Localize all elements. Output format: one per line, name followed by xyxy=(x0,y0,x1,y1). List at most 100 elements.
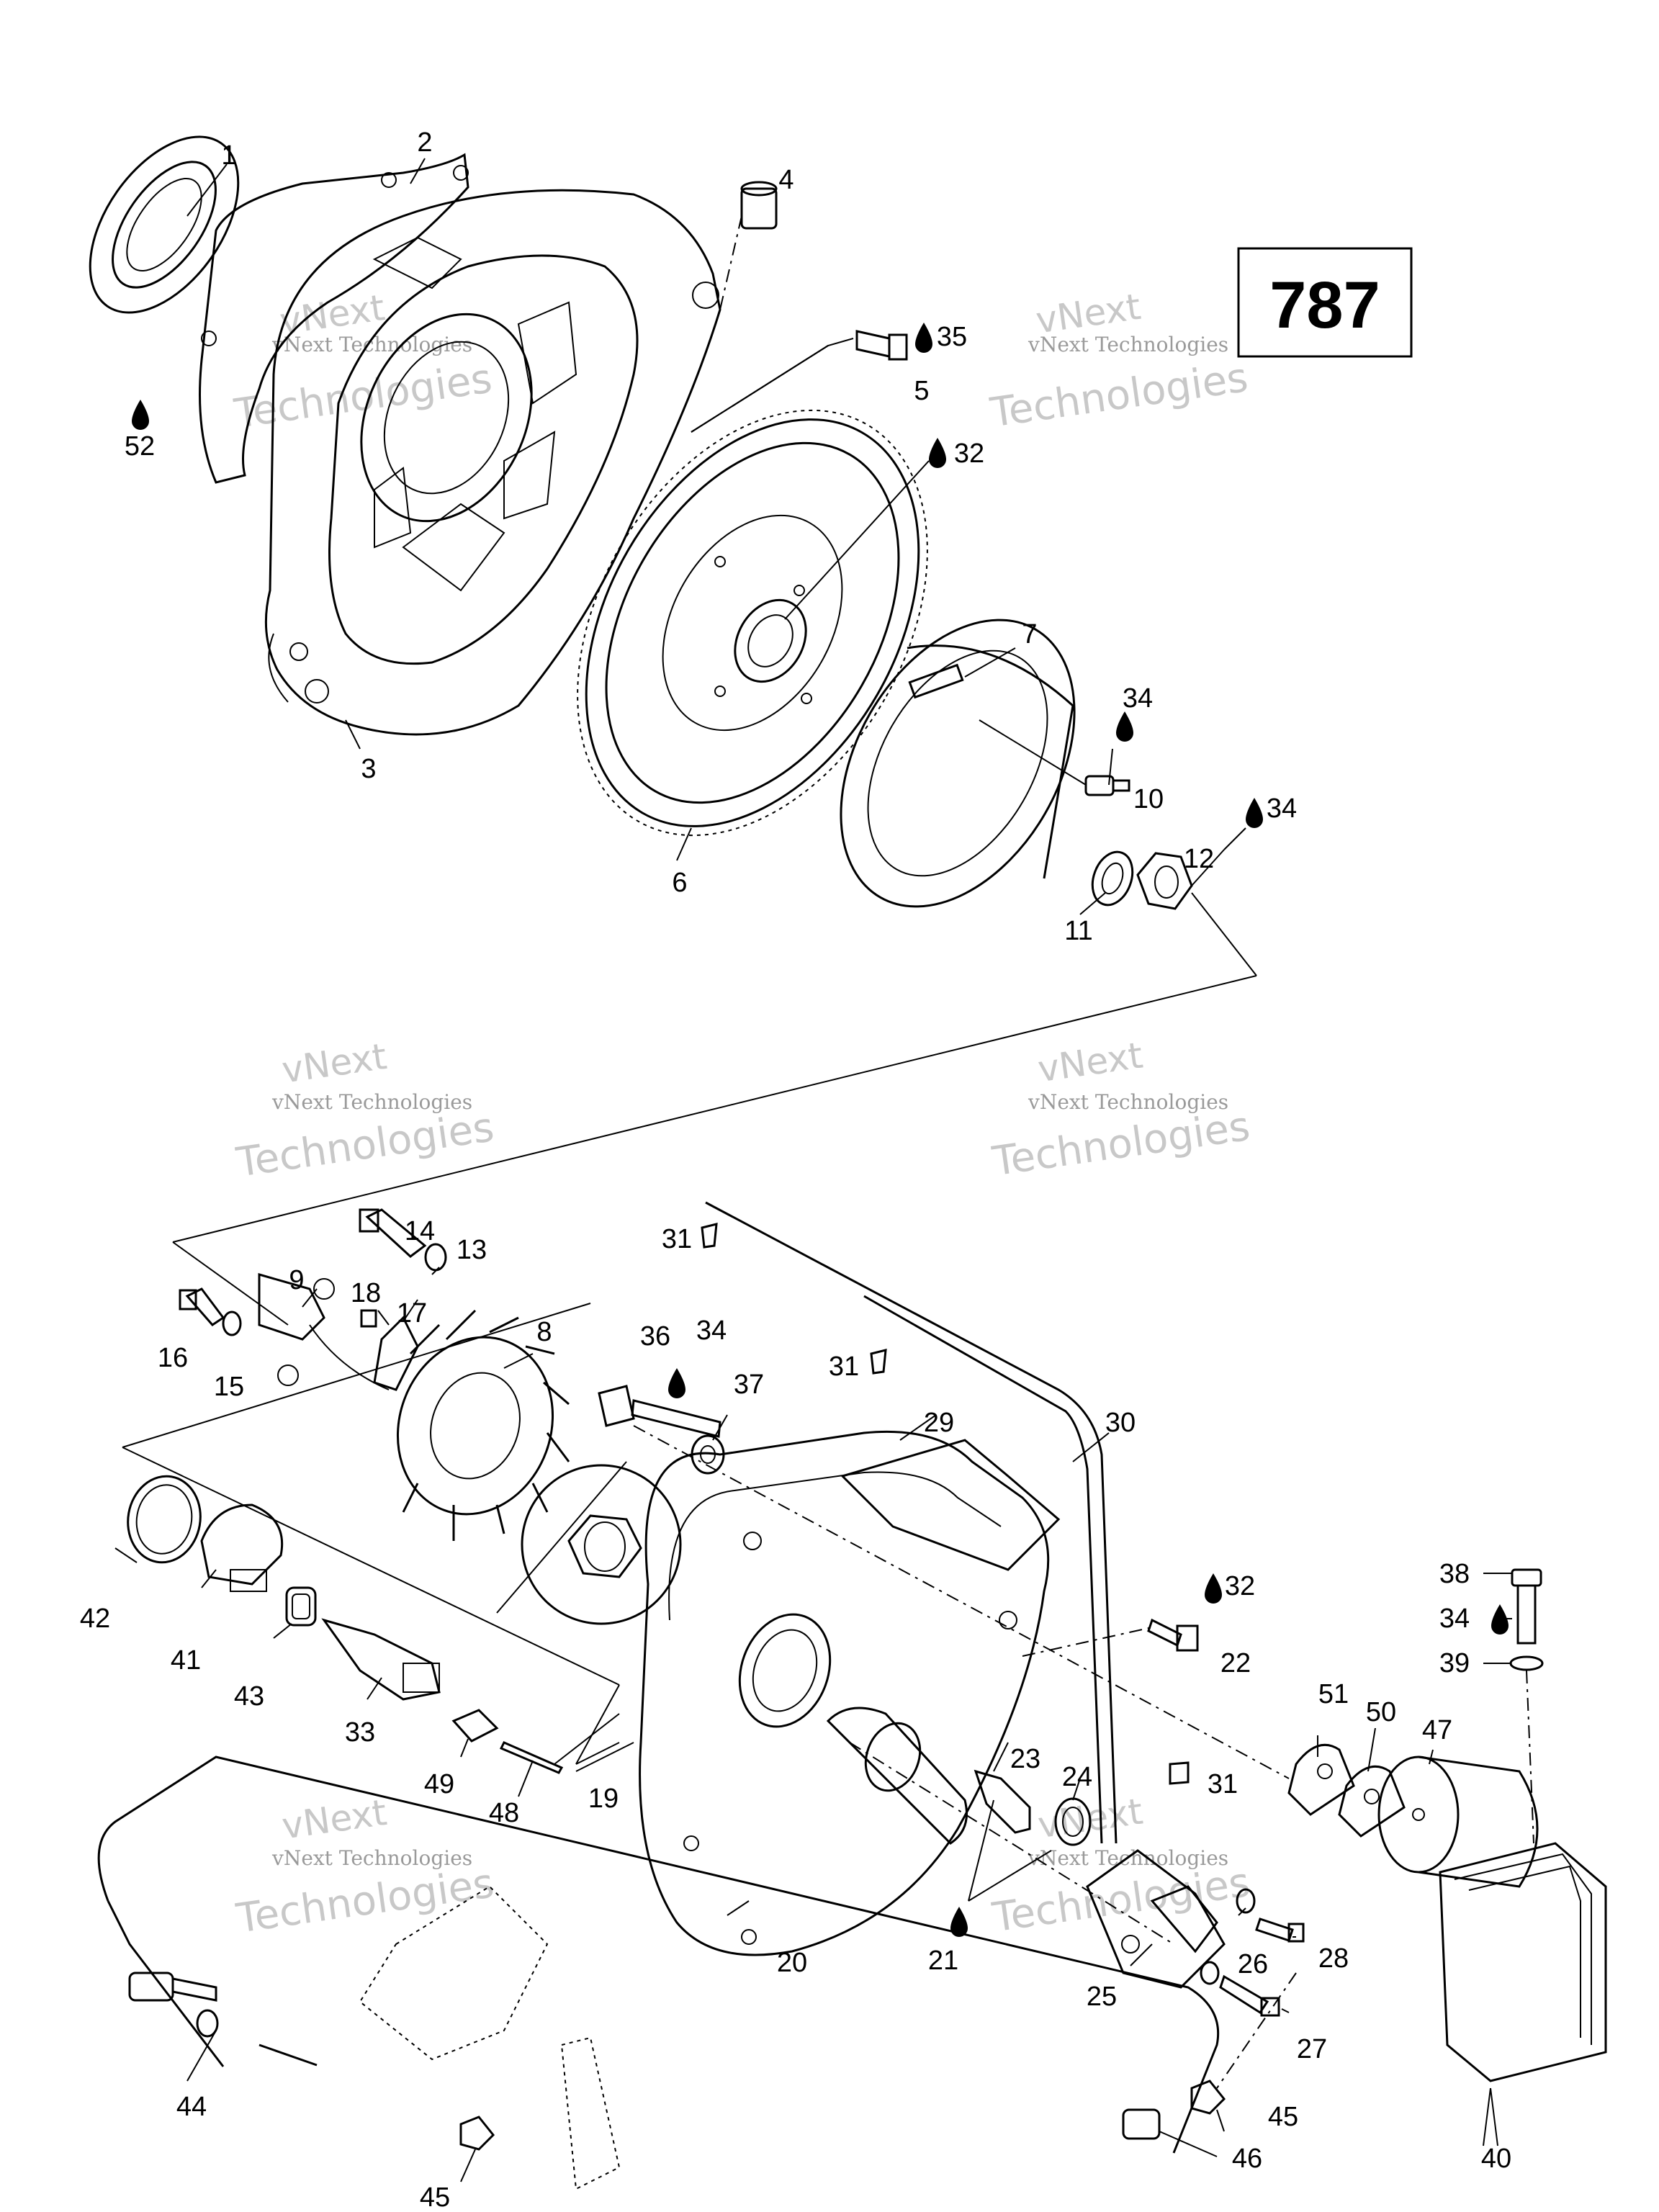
callout-22: 22 xyxy=(1220,1648,1251,1678)
part-40-mount xyxy=(1439,1842,1607,2082)
part-16-screw xyxy=(179,1287,225,1326)
callout-44: 44 xyxy=(176,2092,207,2122)
callout-28: 28 xyxy=(1318,1943,1349,1974)
callout-47: 47 xyxy=(1422,1715,1452,1745)
part-49-terminal xyxy=(451,1709,499,1743)
watermark-line2: vNext Technologies xyxy=(271,1846,472,1870)
part-36-bolt xyxy=(598,1385,721,1438)
callout-8: 8 xyxy=(536,1317,552,1347)
part-41-grommet xyxy=(200,1503,284,1592)
callout-17: 17 xyxy=(397,1298,427,1328)
part-5-bolt xyxy=(855,330,908,361)
oil-drop-icon xyxy=(1246,798,1263,828)
top-leaders xyxy=(172,158,1257,1243)
oil-drop-icon xyxy=(950,1907,968,1937)
part-50-plate xyxy=(1338,1765,1406,1838)
callout-30: 30 xyxy=(1105,1408,1136,1438)
callout-52: 52 xyxy=(125,431,155,462)
part-15-washer xyxy=(222,1310,242,1336)
callout-34: 34 xyxy=(1267,793,1297,824)
callout-49: 49 xyxy=(424,1769,454,1799)
callout-24: 24 xyxy=(1062,1762,1092,1792)
part-2-gasket xyxy=(199,153,469,484)
part-33-connector xyxy=(321,1618,441,1701)
watermark-line3: Technologies xyxy=(233,1104,497,1187)
callout-4: 4 xyxy=(778,165,793,195)
callout-20: 20 xyxy=(777,1948,807,1978)
callout-31: 31 xyxy=(662,1224,692,1254)
callout-18: 18 xyxy=(351,1278,381,1308)
watermark-line3: Technologies xyxy=(989,1103,1253,1186)
callout-34: 34 xyxy=(1123,683,1153,714)
callout-43: 43 xyxy=(234,1681,264,1712)
callout-2: 2 xyxy=(417,127,432,158)
diagram-number: 787 xyxy=(1269,269,1380,342)
part-44-cable xyxy=(97,1755,1220,2154)
part-29-30-rods xyxy=(705,1201,1118,1844)
oil-drop-icon xyxy=(1491,1604,1509,1635)
part-51-plate xyxy=(1287,1743,1355,1816)
part-48-pin xyxy=(499,1741,564,1774)
callout-31: 31 xyxy=(1208,1769,1238,1799)
callout-50: 50 xyxy=(1366,1697,1396,1727)
part-18-screw xyxy=(360,1309,377,1328)
callout-5: 5 xyxy=(914,376,929,406)
watermark-line3: Technologies xyxy=(987,354,1251,437)
part-4-dowel xyxy=(740,181,778,230)
callout-10: 10 xyxy=(1133,784,1164,814)
part-46-sleeve xyxy=(1122,2108,1161,2140)
callout-51: 51 xyxy=(1318,1679,1349,1709)
part-1-oil-seal xyxy=(89,135,240,314)
callout-3: 3 xyxy=(361,754,376,784)
callout-38: 38 xyxy=(1439,1559,1470,1589)
part-28-screw xyxy=(1255,1917,1305,1943)
callout-46: 46 xyxy=(1232,2144,1262,2174)
callout-34: 34 xyxy=(696,1316,727,1346)
part-13-washer xyxy=(424,1243,447,1272)
watermark-line1: vNext xyxy=(279,1035,390,1092)
part-31-clip xyxy=(870,1349,887,1375)
oil-drop-icon xyxy=(132,400,149,430)
callout-21: 21 xyxy=(928,1946,958,1976)
callout-16: 16 xyxy=(158,1343,188,1373)
part-45-nut xyxy=(459,2116,495,2151)
part-39-washer xyxy=(1509,1655,1544,1671)
part-27-screw xyxy=(1200,1961,1280,2017)
part-38-bolt xyxy=(1511,1568,1542,1645)
callout-6: 6 xyxy=(672,868,687,898)
callout-1: 1 xyxy=(221,140,236,171)
detail-magnifier xyxy=(521,1464,682,1625)
part-22-bolt xyxy=(1147,1618,1199,1652)
callout-45: 45 xyxy=(420,2182,450,2212)
oil-drop-icon xyxy=(1116,711,1133,742)
callout-40: 40 xyxy=(1481,2144,1511,2174)
callout-13: 13 xyxy=(457,1235,487,1265)
part-8-stator xyxy=(396,1309,570,1541)
callout-27: 27 xyxy=(1297,2034,1327,2064)
callout-12: 12 xyxy=(1184,844,1214,874)
part-20-cover xyxy=(639,1430,1061,1956)
part-6-ring-gear xyxy=(577,409,928,837)
part-17-clip xyxy=(373,1316,419,1391)
callout-48: 48 xyxy=(489,1798,519,1828)
leader-dash xyxy=(719,215,742,310)
dotted-bracket xyxy=(359,1885,621,2190)
part-31-clip xyxy=(1169,1761,1190,1785)
watermark-line1: vNext xyxy=(1035,1035,1146,1091)
watermark-line1: vNext xyxy=(279,1791,390,1848)
part-10-screw xyxy=(1084,775,1130,796)
oil-drop-icon xyxy=(915,323,932,353)
callout-25: 25 xyxy=(1087,1982,1117,2012)
oil-drop-icon xyxy=(929,438,946,468)
callout-14: 14 xyxy=(405,1216,435,1246)
callout-31: 31 xyxy=(829,1352,859,1382)
part-43-seal xyxy=(285,1586,317,1627)
part-45-nut xyxy=(1190,2080,1226,2115)
watermark-line3: Technologies xyxy=(233,1860,497,1943)
part-42-ring xyxy=(127,1475,202,1564)
part-23-plunger xyxy=(974,1769,1031,1834)
callout-35: 35 xyxy=(937,322,967,352)
callout-7: 7 xyxy=(1022,619,1037,649)
watermark-line2: vNext Technologies xyxy=(1028,1090,1228,1114)
callout-32: 32 xyxy=(954,439,984,469)
